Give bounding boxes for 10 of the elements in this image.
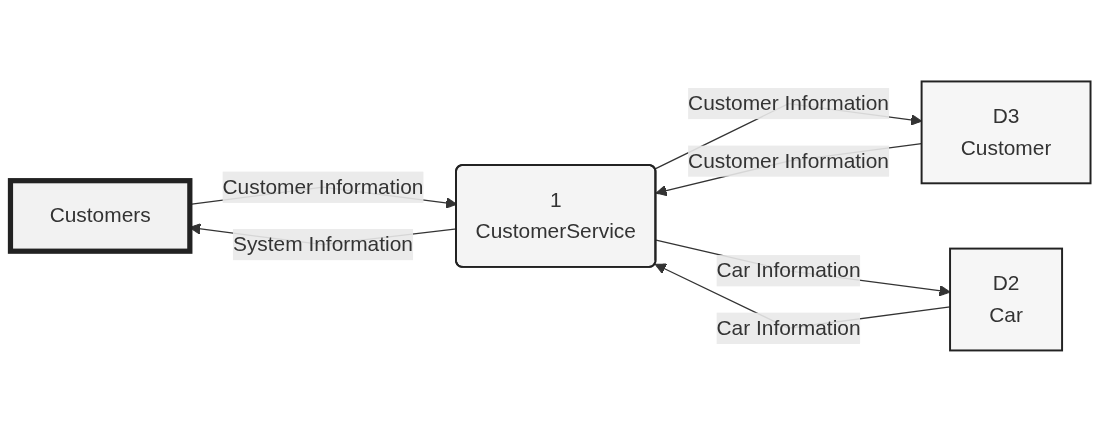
- edge-label: Car Information: [716, 316, 861, 339]
- node-box: D2 Car: [949, 247, 1064, 351]
- node-box: D3 Customer: [920, 80, 1092, 184]
- node-box: Customers: [7, 177, 193, 254]
- edge-label: Customer Information: [222, 175, 424, 198]
- edge-label: Customer Information: [688, 91, 889, 114]
- edge-label: Car Information: [716, 258, 861, 281]
- arrow: [655, 238, 951, 296]
- edge-label: Customer Information: [688, 148, 889, 172]
- edge-label: System Information: [232, 232, 413, 255]
